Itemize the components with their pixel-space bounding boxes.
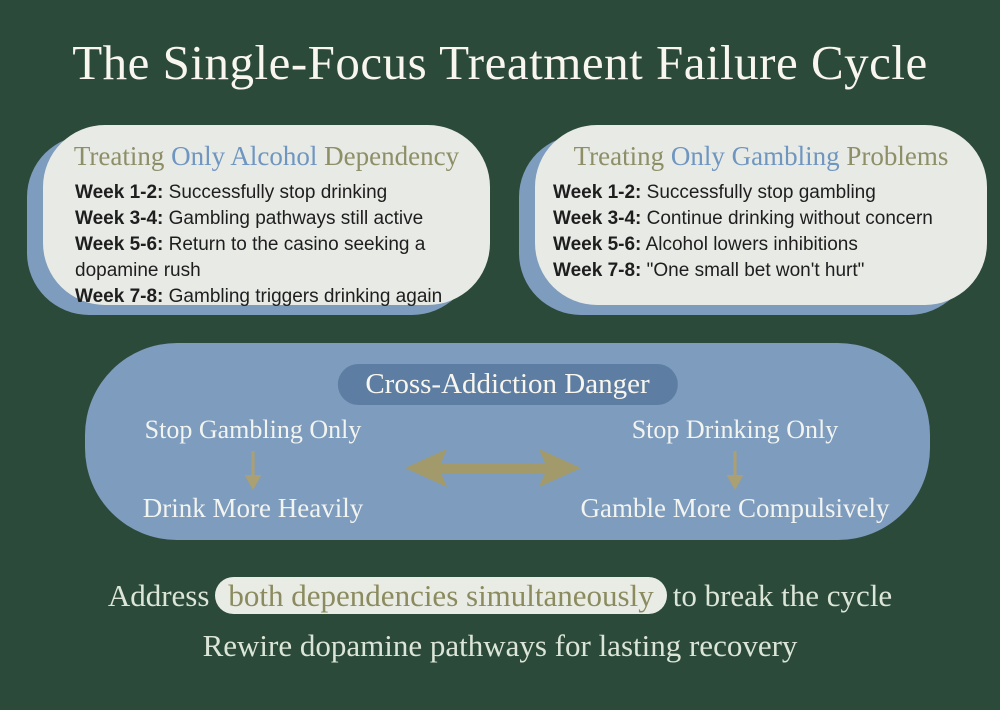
week-text: Alcohol lowers inhibitions <box>645 234 858 255</box>
week-label: Week 7-8: <box>75 286 164 307</box>
alcohol-card-rows: Week 1-2: Successfully stop drinking Wee… <box>61 180 472 310</box>
footer-line2: Rewire dopamine pathways for lasting rec… <box>202 628 798 663</box>
gambling-card-title: Treating Only Gambling Problems <box>553 141 969 171</box>
gambling-title-pre: Treating <box>573 141 671 171</box>
week-text: Return to the casino seeking a dopamine … <box>75 234 426 281</box>
danger-columns: Stop Gambling Only Drink More Heavily St… <box>85 415 930 540</box>
double-arrow-icon <box>403 447 583 494</box>
gambling-card-body: Treating Only Gambling Problems Week 1-2… <box>535 125 987 305</box>
week-row: Week 5-6: Return to the casino seeking a… <box>75 232 468 284</box>
page-title: The Single-Focus Treatment Failure Cycle <box>72 35 928 90</box>
week-row: Week 5-6: Alcohol lowers inhibitions <box>553 232 969 258</box>
week-text: Continue drinking without concern <box>646 208 933 229</box>
week-text: Gambling pathways still active <box>168 208 424 229</box>
gambling-card: Treating Only Gambling Problems Week 1-2… <box>519 125 987 315</box>
cross-addiction-badge: Cross-Addiction Danger <box>337 364 678 405</box>
stop-gambling-only-label: Stop Gambling Only <box>144 415 362 444</box>
footer-highlight-pill: both dependencies simultaneously <box>215 577 667 614</box>
week-label: Week 5-6: <box>75 234 164 255</box>
cross-addiction-panel: Cross-Addiction Danger Stop Gambling Onl… <box>85 343 930 540</box>
week-text: Gambling triggers drinking again <box>168 286 443 307</box>
week-label: Week 3-4: <box>75 208 164 229</box>
down-arrow-icon <box>85 451 421 496</box>
alcohol-card: Treating Only Alcohol Dependency Week 1-… <box>27 125 490 315</box>
week-row: Week 7-8: Gambling triggers drinking aga… <box>75 284 468 310</box>
week-row: Week 1-2: Successfully stop gambling <box>553 180 969 206</box>
week-row: Week 3-4: Continue drinking without conc… <box>553 206 969 232</box>
stop-drinking-only-label: Stop Drinking Only <box>631 415 839 444</box>
down-arrow-icon <box>567 451 903 496</box>
week-text: Successfully stop drinking <box>168 182 388 203</box>
week-label: Week 5-6: <box>553 234 642 255</box>
alcohol-card-title: Treating Only Alcohol Dependency <box>61 141 472 171</box>
gambling-title-post: Problems <box>839 141 949 171</box>
alcohol-card-body: Treating Only Alcohol Dependency Week 1-… <box>43 125 490 307</box>
alcohol-title-post: Dependency <box>317 141 460 171</box>
gambling-title-highlight: Only Gambling <box>670 141 840 171</box>
week-label: Week 1-2: <box>553 182 642 203</box>
week-label: Week 1-2: <box>75 182 164 203</box>
week-label: Week 3-4: <box>553 208 642 229</box>
gambling-card-rows: Week 1-2: Successfully stop gambling Wee… <box>553 180 969 284</box>
week-row: Week 3-4: Gambling pathways still active <box>75 206 468 232</box>
footer-line1-pre: Address <box>107 578 210 613</box>
week-text: Successfully stop gambling <box>646 182 876 203</box>
week-row: Week 1-2: Successfully stop drinking <box>75 180 468 206</box>
week-label: Week 7-8: <box>553 260 642 281</box>
week-text: "One small bet won't hurt" <box>646 260 865 281</box>
week-row: Week 7-8: "One small bet won't hurt" <box>553 258 969 284</box>
footer-line1-post: to break the cycle <box>672 578 893 613</box>
alcohol-title-highlight: Only Alcohol <box>171 141 318 171</box>
alcohol-title-pre: Treating <box>73 141 172 171</box>
drink-more-heavily-label: Drink More Heavily <box>142 493 364 523</box>
gamble-more-compulsively-label: Gamble More Compulsively <box>580 493 890 523</box>
